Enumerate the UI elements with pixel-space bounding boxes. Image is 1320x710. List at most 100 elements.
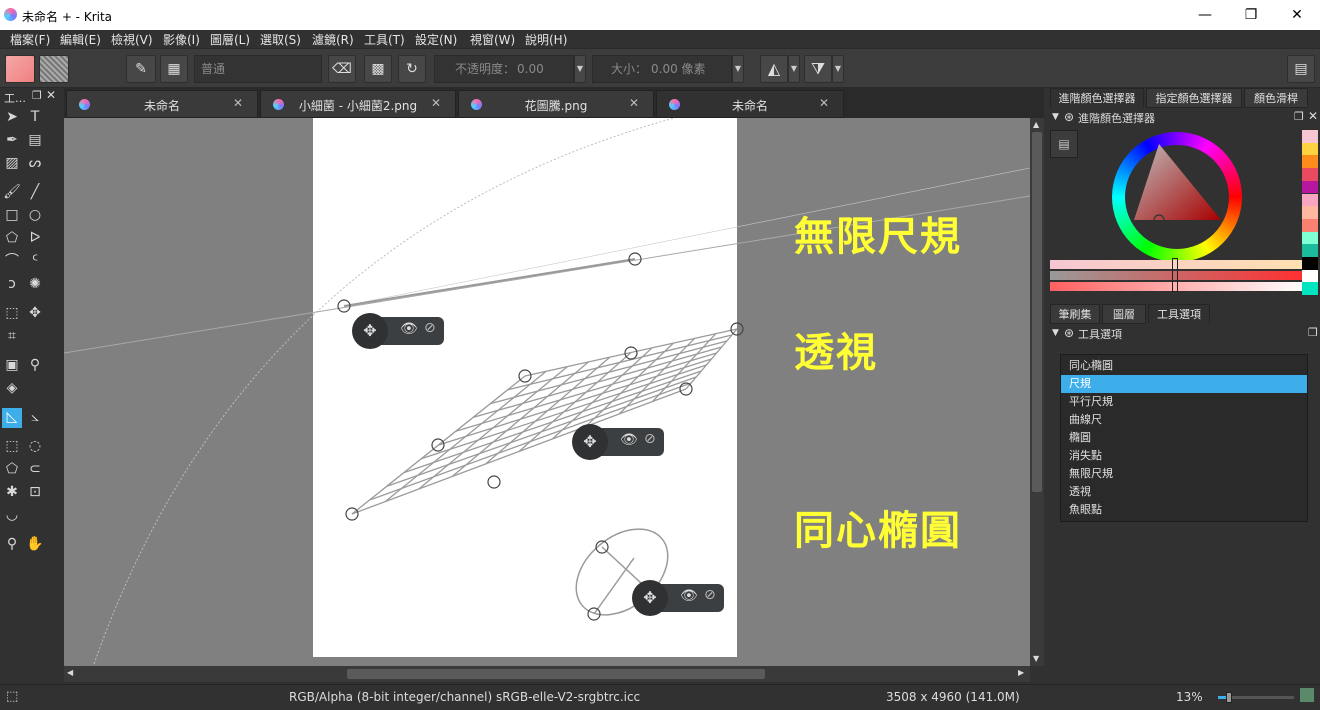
hue-ring[interactable] [1112,132,1242,262]
bezier-tool-icon[interactable]: ⌒ [5,253,19,269]
color-swatch[interactable] [1302,155,1318,169]
assistant-type-item[interactable]: 魚眼點 [1069,503,1102,516]
ellipse-tool-icon[interactable]: ○ [28,207,42,223]
scroll-left-icon[interactable]: ◀ [67,668,74,677]
mirror-vertical-icon[interactable]: ⧩ [804,55,832,83]
pin-icon[interactable]: ✕ [818,96,829,110]
tab-brush-presets[interactable]: 筆刷集 [1050,304,1100,324]
assistant-tool-icon[interactable]: ◺ [2,408,22,428]
docker-float-icon[interactable]: ❐ [1308,326,1318,339]
transform-tool-icon[interactable]: ⬚ [5,305,19,321]
polyline-tool-icon[interactable]: ᐅ [29,230,41,246]
move-handle-icon[interactable]: ✥ [572,424,608,460]
size-slider[interactable]: 大小： 0.00 像素 [592,55,732,83]
multibrush-icon[interactable]: ✺ [29,276,41,292]
opacity-dropdown-icon[interactable]: ▼ [574,55,586,83]
freehand-select-icon[interactable]: ⊂ [29,461,41,477]
docker-float-icon[interactable]: ❐ [1294,110,1304,123]
assistant-overlay[interactable] [64,118,1030,666]
zoom-tool-icon[interactable]: ⚲ [6,536,18,552]
delete-icon[interactable]: ⊘ [644,431,656,447]
menu-view[interactable]: 檢視(V) [111,33,153,47]
minimize-button[interactable]: — [1198,7,1212,23]
calligraphy-icon[interactable]: ▤ [28,132,42,148]
select-shapes-icon[interactable]: ➤ [6,109,18,125]
opacity-slider[interactable]: 不透明度： 0.00 [434,55,574,83]
brush-preset-icon[interactable]: ✎ [126,55,156,83]
menu-image[interactable]: 影像(I) [163,33,200,47]
saturation-slider[interactable] [1050,271,1302,280]
color-swatch[interactable] [1302,193,1318,207]
menu-file[interactable]: 檔案(F) [10,33,51,47]
rectangle-tool-icon[interactable]: □ [5,207,19,223]
maximize-button[interactable]: ❐ [1244,7,1258,23]
tab-specific-color-selector[interactable]: 指定顏色選擇器 [1146,88,1242,108]
dynamic-brush-icon[interactable]: ↄ [8,276,16,292]
toolbox-float-icon[interactable]: ❐ [32,89,42,102]
assistant-type-item[interactable]: 曲線尺 [1069,413,1102,426]
assistant-type-item[interactable]: 橢圓 [1069,431,1091,444]
move-handle-icon[interactable]: ✥ [632,580,668,616]
eraser-mode-icon[interactable]: ⌫ [328,55,356,83]
tab-color-sliders[interactable]: 顏色滑桿 [1244,88,1308,108]
close-button[interactable]: ✕ [1291,7,1303,23]
color-swatch[interactable] [1302,231,1318,245]
rect-select-icon[interactable]: ⬚ [5,438,19,454]
fill-tool-icon[interactable]: ◈ [6,380,18,396]
canvas-only-toggle-icon[interactable] [1300,688,1314,702]
tab-layers[interactable]: 圖層 [1102,304,1146,324]
selection-mode-icon[interactable]: ⬚ [6,689,19,704]
pan-tool-icon[interactable]: ✋ [26,536,44,552]
workspace-chooser-icon[interactable]: ▤ [1287,55,1315,83]
calligraphy-pen-icon[interactable]: ᔕ [28,155,42,171]
tab-document-4[interactable]: 未命名 ✕ [656,90,844,118]
tab-tool-options[interactable]: 工具選項 [1148,304,1210,324]
eye-icon[interactable]: 👁 [680,588,698,604]
color-swatch[interactable] [1302,168,1318,181]
vertical-scrollbar[interactable]: ▲ ▼ [1030,118,1044,666]
color-picker-icon[interactable]: ⚲ [29,357,41,373]
scroll-down-icon[interactable]: ▼ [1033,654,1040,663]
polygon-select-icon[interactable]: ⬠ [5,461,19,477]
alpha-lock-icon[interactable]: ▩ [364,55,392,83]
color-settings-icon[interactable]: ▤ [1050,130,1078,158]
assistant-type-item[interactable]: 尺規 [1061,375,1307,393]
assistant-type-item[interactable]: 平行尺規 [1069,395,1113,408]
assistant-type-item[interactable]: 消失點 [1069,449,1102,462]
color-history-swatches[interactable] [1302,130,1318,296]
menu-settings[interactable]: 設定(N) [415,33,458,47]
color-swatch[interactable] [1302,180,1318,194]
tab-document-2[interactable]: 小細菌 - 小細菌2.png ✕ [260,90,456,118]
value-slider[interactable] [1050,282,1302,291]
blend-mode-select[interactable]: 普通 [194,55,322,83]
vertical-scroll-thumb[interactable] [1032,132,1042,492]
assistant-type-item[interactable]: 無限尺規 [1069,467,1113,480]
eye-icon[interactable]: 👁 [620,432,638,448]
scroll-right-icon[interactable]: ▶ [1018,668,1025,677]
measure-tool-icon[interactable]: ⦣ [30,409,40,425]
assistant-type-list[interactable]: 同心橢圓尺規平行尺規曲線尺橢圓消失點無限尺規透視魚眼點 [1060,354,1308,522]
color-swatch[interactable] [1302,206,1318,219]
mirror-horizontal-icon[interactable]: ◭ [760,55,788,83]
color-swatch[interactable] [1302,130,1318,143]
menu-layer[interactable]: 圖層(L) [210,33,251,47]
zoom-slider-handle[interactable] [1226,692,1232,703]
collapse-arrow-icon[interactable]: ▼ [1052,112,1059,122]
menu-tools[interactable]: 工具(T) [364,33,405,47]
size-dropdown-icon[interactable]: ▼ [732,55,744,83]
color-swatch[interactable] [1302,218,1318,232]
reload-preset-icon[interactable]: ↻ [398,55,426,83]
menu-filter[interactable]: 濾鏡(R) [312,33,354,47]
menu-edit[interactable]: 編輯(E) [60,33,101,47]
color-swatch[interactable] [1302,244,1318,257]
canvas-viewport[interactable]: ✥ 👁 ⊘ ✥ 👁 ⊘ ✥ 👁 ⊘ 無限尺規 透視 同心橢圓 [64,118,1030,666]
mirror-h-dropdown-icon[interactable]: ▼ [788,55,800,83]
menu-select[interactable]: 選取(S) [260,33,301,47]
color-swatch[interactable] [1302,269,1318,283]
menu-help[interactable]: 說明(H) [525,33,568,47]
delete-icon[interactable]: ⊘ [424,320,436,336]
pin-icon[interactable]: ✕ [430,96,441,110]
menu-window[interactable]: 視窗(W) [470,33,516,47]
text-tool-icon[interactable]: T [30,109,40,125]
freehand-path-icon[interactable]: ᑦ [31,253,39,269]
